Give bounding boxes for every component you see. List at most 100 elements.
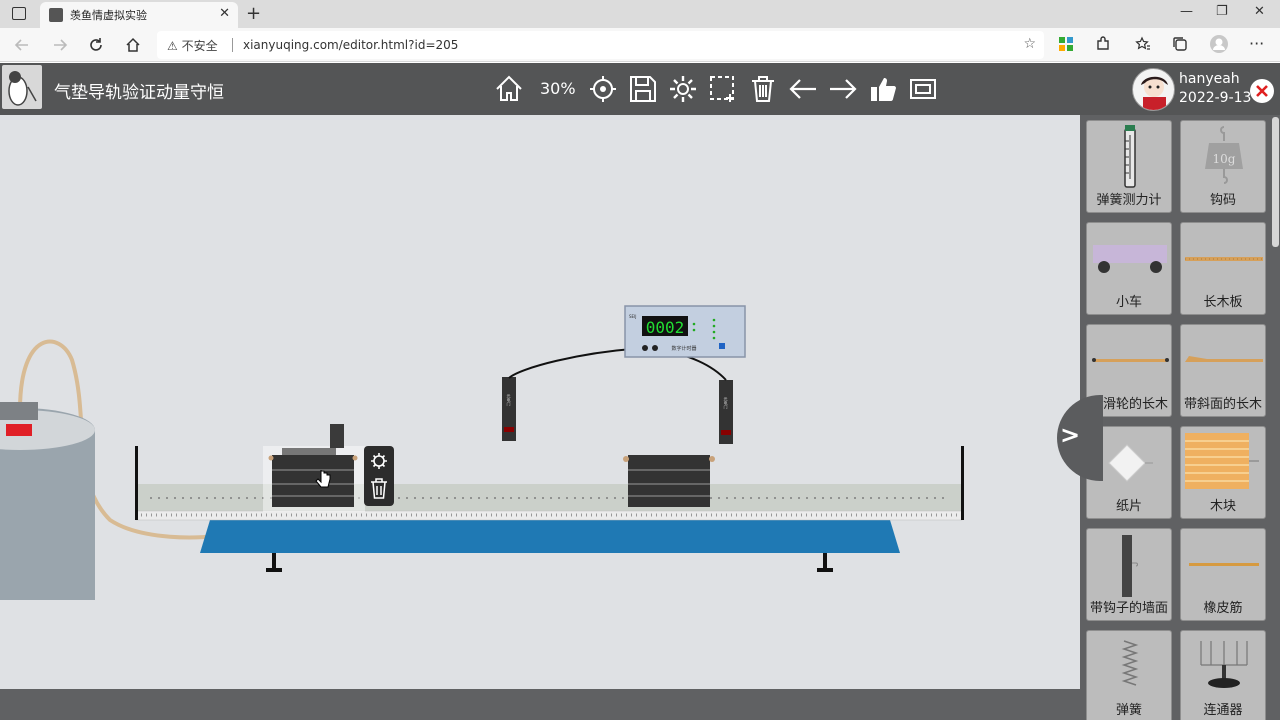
cart-icon: [1093, 245, 1167, 273]
save-icon[interactable]: [628, 74, 658, 104]
forward-arrow-icon[interactable]: [52, 37, 68, 53]
panel-item-label: 带钩子的墙面: [1089, 601, 1168, 616]
url-text[interactable]: xianyuqing.com/editor.html?id=205: [243, 38, 459, 52]
panel-item-hook-weight[interactable]: 10g 钩码: [1180, 120, 1266, 213]
window-maximize-button[interactable]: ❐: [1216, 4, 1228, 19]
ramp-board-icon: [1185, 356, 1263, 362]
experiment-canvas[interactable]: 光电门 光电门 SEIJ 0002 数字计时器: [0, 115, 1080, 720]
panel-item-label: 橡皮筋: [1203, 601, 1243, 616]
timer-brand: SEIJ: [629, 314, 636, 319]
fullscreen-icon[interactable]: [908, 74, 938, 104]
locate-center-icon[interactable]: [588, 74, 618, 104]
app-title: 气垫导轨验证动量守恒: [54, 83, 224, 103]
canvas-bottom-bar: [0, 689, 1080, 720]
spring-scale-icon: [1124, 125, 1136, 188]
delete-trash-icon[interactable]: [748, 74, 778, 104]
panel-item-label: 小车: [1115, 295, 1142, 310]
hook-wall-icon: [1122, 535, 1138, 597]
url-field[interactable]: ⚠ 不安全 xianyuqing.com/editor.html?id=205 …: [157, 31, 1044, 59]
panel-item-spring-scale[interactable]: 弹簧测力计: [1086, 120, 1172, 213]
connector-icon: [1200, 641, 1248, 688]
panel-scrollbar[interactable]: [1272, 117, 1279, 247]
extensions-puzzle-icon[interactable]: [1095, 36, 1111, 52]
favorites-icon[interactable]: [1135, 36, 1151, 52]
home-icon[interactable]: [494, 74, 524, 104]
panel-item-ramp-board[interactable]: 带斜面的长木: [1180, 324, 1266, 417]
slider-right[interactable]: [623, 455, 715, 507]
paper-icon: [1108, 444, 1153, 482]
back-arrow-icon[interactable]: [14, 37, 30, 53]
browser-tab-bar: 羡鱼情虚拟实验 ✕ + — ❐ ✕: [0, 0, 1280, 28]
panel-item-label: 纸片: [1115, 499, 1142, 514]
select-region-icon[interactable]: [708, 74, 738, 104]
user-avatar-image: [1141, 76, 1168, 110]
panel-item-spring[interactable]: 弹簧: [1086, 630, 1172, 720]
panel-item-rubber-band[interactable]: 橡皮筋: [1180, 528, 1266, 621]
zoom-level[interactable]: 30%: [540, 79, 576, 98]
photogate-left-cable: [508, 347, 646, 379]
user-avatar[interactable]: [1132, 68, 1175, 111]
window-menu-icon[interactable]: [12, 7, 26, 20]
hook-weight-icon: 10g: [1205, 126, 1243, 184]
timer-label: 数字计时器: [671, 345, 696, 352]
close-app-button[interactable]: [1250, 79, 1274, 103]
panel-item-label: 弹簧: [1115, 703, 1142, 718]
photogate-right[interactable]: 光电门: [719, 380, 733, 444]
url-divider: [232, 38, 233, 52]
browser-address-bar: ⚠ 不安全 xianyuqing.com/editor.html?id=205 …: [0, 28, 1280, 62]
expand-arrow-icon: >: [1060, 421, 1081, 449]
panel-item-label: 连通器: [1203, 703, 1243, 718]
panel-item-hook-wall[interactable]: 带钩子的墙面: [1086, 528, 1172, 621]
new-tab-button[interactable]: +: [246, 3, 262, 24]
panel-item-wood-block[interactable]: 木块: [1180, 426, 1266, 519]
user-name: hanyeah: [1179, 71, 1240, 87]
home-icon[interactable]: [125, 37, 141, 53]
tab-close-icon[interactable]: ✕: [219, 6, 230, 21]
app-header: 气垫导轨验证动量守恒 30% hanyeah 2022-9-13: [0, 63, 1280, 115]
slider-left[interactable]: [268, 424, 358, 507]
weight-label: 10g: [1213, 152, 1236, 166]
air-track-base: [200, 520, 900, 572]
collections-icon[interactable]: [1172, 36, 1188, 52]
panel-item-cart[interactable]: 小车: [1086, 222, 1172, 315]
timer-display: 0002: [646, 318, 685, 337]
extension-grid-icon[interactable]: [1058, 36, 1074, 52]
profile-avatar-icon[interactable]: [1209, 34, 1229, 54]
panel-item-label: 木块: [1209, 499, 1236, 514]
settings-gear-icon[interactable]: [668, 74, 698, 104]
air-pump[interactable]: [0, 339, 231, 600]
app-logo: [2, 65, 42, 109]
browser-tab[interactable]: 羡鱼情虚拟实验 ✕: [40, 2, 238, 28]
photogate-left[interactable]: 光电门: [502, 377, 516, 441]
window-minimize-button[interactable]: —: [1180, 4, 1193, 19]
tab-title: 羡鱼情虚拟实验: [70, 9, 147, 22]
experiment-scene: 光电门 光电门 SEIJ 0002 数字计时器: [0, 305, 964, 600]
air-track[interactable]: [135, 446, 964, 521]
long-board-icon: [1185, 257, 1263, 261]
like-thumb-icon[interactable]: [868, 74, 898, 104]
panel-item-label: 弹簧测力计: [1096, 193, 1162, 208]
refresh-icon[interactable]: [88, 37, 104, 53]
security-warning[interactable]: ⚠ 不安全: [167, 39, 218, 53]
spring-icon: [1121, 640, 1139, 686]
photogate-right-label: 光电门: [724, 396, 729, 410]
digital-timer[interactable]: SEIJ 0002 数字计时器: [624, 305, 746, 358]
hand-cursor-icon: [315, 470, 331, 488]
rubber-band-icon: [1189, 563, 1259, 566]
panel-item-long-board[interactable]: 长木板: [1180, 222, 1266, 315]
photogate-left-label: 光电门: [507, 393, 512, 407]
window-close-button[interactable]: ✕: [1254, 4, 1265, 19]
component-panel: 弹簧测力计 10g 钩码 小车 长木板 带滑轮的长木: [1080, 115, 1280, 720]
wood-block-icon: [1185, 433, 1259, 489]
user-date: 2022-9-13: [1179, 90, 1252, 106]
object-delete-trash-icon[interactable]: [371, 478, 387, 499]
penguin-logo-icon: [8, 71, 37, 106]
panel-item-connector[interactable]: 连通器: [1180, 630, 1266, 720]
close-icon: [1256, 85, 1268, 97]
redo-arrow-icon[interactable]: [828, 74, 858, 104]
undo-arrow-icon[interactable]: [788, 74, 818, 104]
object-context-menu: [364, 446, 394, 506]
favorite-star-icon[interactable]: ☆: [1023, 36, 1036, 52]
more-menu-icon[interactable]: ···: [1249, 34, 1265, 53]
object-settings-gear-icon[interactable]: [371, 453, 387, 469]
